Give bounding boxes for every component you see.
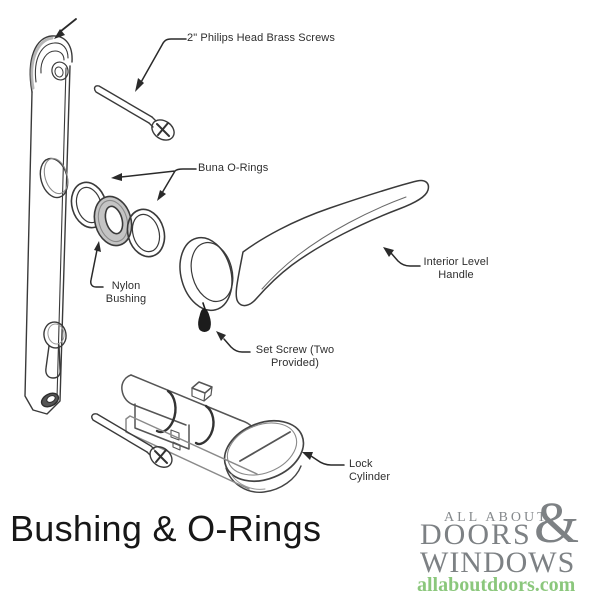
label-brass-screws: 2" Philips Head Brass Screws	[187, 32, 335, 44]
label-set-screw: Set Screw (Two Provided)	[255, 344, 335, 369]
leader-lines	[90, 38, 421, 466]
logo-website-url: allaboutdoors.com	[417, 574, 576, 596]
logo-ampersand: &	[534, 490, 580, 555]
label-interior-level-handle: Interior Level Handle	[423, 256, 489, 281]
faceplate-pointer-arrow	[54, 18, 77, 39]
set-screw-drawing	[198, 302, 211, 332]
logo-text-windows: WINDOWS	[420, 546, 576, 579]
logo-text-all-about: ALL ABOUT	[444, 510, 549, 525]
o-rings-bushing-drawing	[70, 181, 166, 258]
label-buna-o-rings: Buna O-Rings	[198, 162, 269, 174]
lever-handle-drawing	[179, 179, 430, 312]
page-title: Bushing & O-Rings	[10, 508, 322, 549]
label-lock-cylinder: Lock Cylinder	[349, 458, 391, 483]
logo-text-doors: DOORS	[420, 518, 532, 551]
label-nylon-bushing: Nylon Bushing	[105, 280, 147, 305]
faceplate-drawing	[24, 35, 73, 415]
brass-screw-top-drawing	[93, 85, 175, 141]
lock-cylinder-drawing	[121, 374, 305, 493]
brass-screw-bottom-drawing	[91, 413, 173, 468]
